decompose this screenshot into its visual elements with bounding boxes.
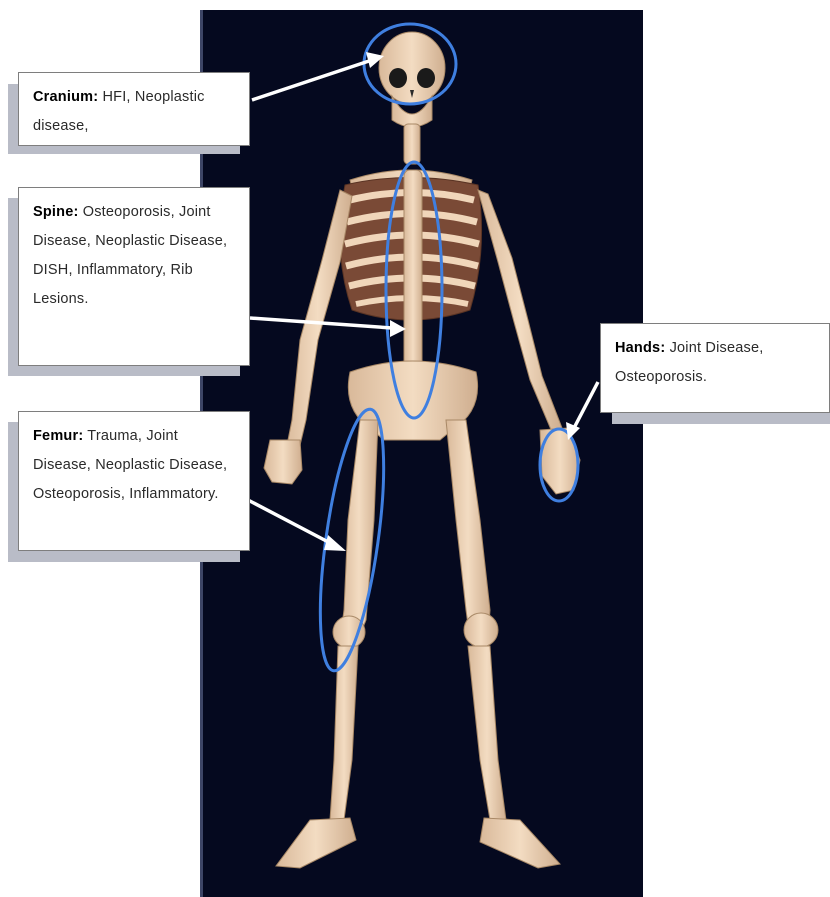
cranium-callout: Cranium: HFI, Neoplastic disease,: [18, 72, 250, 146]
skeleton: [264, 32, 580, 868]
right-femur: [446, 420, 490, 640]
skull: [379, 32, 445, 127]
cervical-spine: [404, 124, 420, 164]
hands-heading: Hands:: [615, 340, 665, 356]
left-foot: [276, 818, 356, 868]
cranium-heading: Cranium:: [33, 89, 98, 105]
right-arm: [478, 190, 562, 432]
left-knee: [333, 616, 365, 648]
spine-arrow: [250, 318, 406, 337]
right-knee: [464, 613, 498, 647]
hands-callout: Hands: Joint Disease, Osteoporosis.: [600, 323, 830, 413]
right-tibia: [468, 646, 506, 820]
left-hand: [264, 440, 302, 484]
femur-heading: Femur:: [33, 428, 83, 444]
spine-heading: Spine:: [33, 204, 79, 220]
right-foot: [480, 818, 560, 868]
hands-arrow: [566, 382, 598, 440]
spine-callout: Spine: Osteoporosis, Joint Disease, Neop…: [18, 187, 250, 366]
femur-callout: Femur: Trauma, Joint Disease, Neoplastic…: [18, 411, 250, 551]
